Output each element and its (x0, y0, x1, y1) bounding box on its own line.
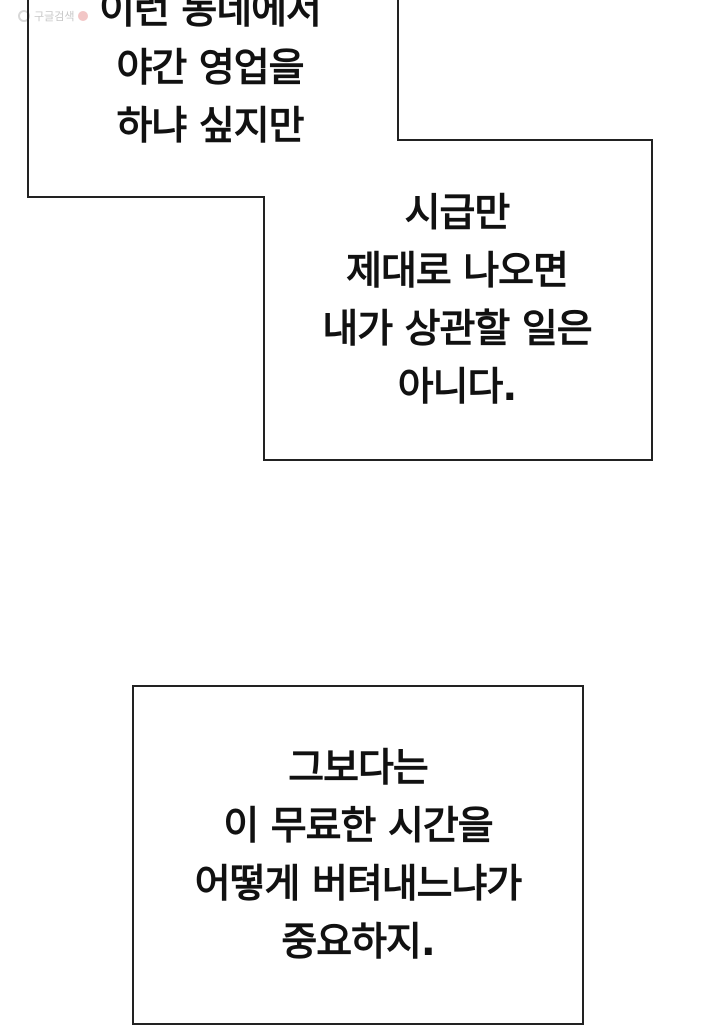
caption-box-3-frame (132, 685, 584, 1025)
caption-box-3: 그보다는 이 무료한 시간을 어떻게 버텨내느냐가 중요하지. (132, 740, 584, 972)
caption-box-outline (27, 0, 653, 461)
caption-line: 아니다. (397, 365, 517, 410)
caption-box-1: 이런 동네에서 야간 영업을 하냐 싶지만 (60, 0, 360, 156)
webtoon-panel: 구글검색 이런 동네에서 야간 영업을 하냐 싶지만 시급만 제대로 나오면 내… (18, 0, 653, 1025)
caption-line: 어떻게 버텨내느냐가 (194, 862, 523, 907)
caption-line: 야간 영업을 (116, 46, 305, 91)
caption-box-2: 시급만 제대로 나오면 내가 상관할 일은 아니다. (282, 185, 632, 417)
caption-line: 시급만 (404, 191, 511, 236)
caption-line: 내가 상관할 일은 (322, 307, 592, 352)
caption-line: 중요하지. (281, 920, 435, 965)
watermark-dot-icon (78, 11, 89, 21)
caption-line: 이 무료한 시간을 (223, 804, 493, 849)
watermark-text: 구글검색 (34, 10, 75, 23)
caption-line: 이런 동네에서 (99, 0, 322, 33)
caption-line: 하냐 싶지만 (116, 104, 305, 149)
caption-line: 그보다는 (288, 746, 429, 791)
caption-line: 제대로 나오면 (346, 249, 569, 294)
